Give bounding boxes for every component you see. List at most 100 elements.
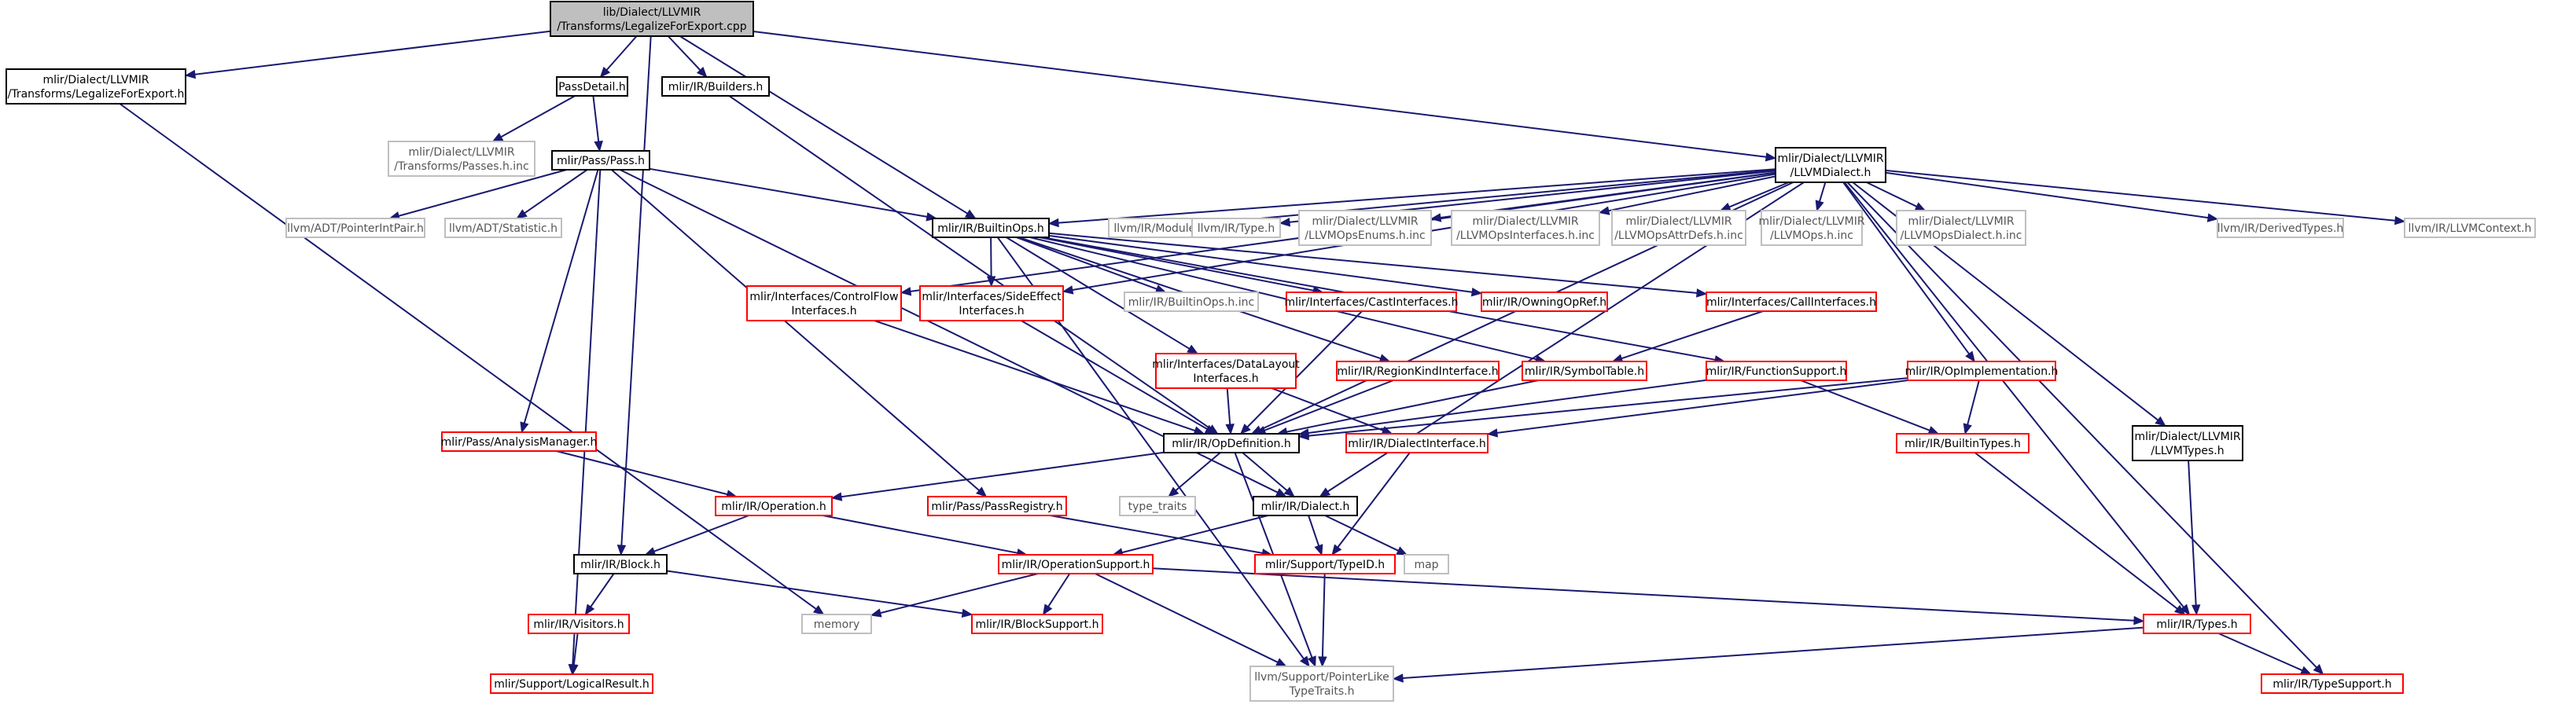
edge-llvmdialect-to-types [1843,182,2191,616]
node-opsdialect: mlir/Dialect/LLVMIR/LLVMOpsDialect.h.inc [1896,210,2026,246]
arrowhead [986,276,996,288]
node-opdefinition[interactable]: mlir/IR/OpDefinition.h [1163,433,1300,453]
edge-opimpl-to-opdefinition [1297,377,1908,441]
node-label-line: mlir/Dialect/LLVMIR [1625,215,1731,228]
arrowhead [964,209,977,219]
node-opsupport[interactable]: mlir/IR/OperationSupport.h [998,554,1154,574]
node-llvmtypes[interactable]: mlir/Dialect/LLVMIR/LLVMTypes.h [2132,425,2243,461]
node-label-line: mlir/Dialect/LLVMIR [2134,431,2240,443]
arrowhead [1319,487,1331,497]
node-builders[interactable]: mlir/IR/Builders.h [661,76,770,97]
node-label-line: mlir/Dialect/LLVMIR [408,146,514,159]
node-analysismanager[interactable]: mlir/Pass/AnalysisManager.h [441,431,598,452]
edge-builtinops-to-callinterfaces [1048,232,1708,298]
node-operation[interactable]: mlir/IR/Operation.h [715,496,833,516]
node-builtintypes[interactable]: mlir/IR/BuiltinTypes.h [1896,433,2030,453]
node-types[interactable]: mlir/IR/Types.h [2143,614,2251,634]
edge-line [1047,573,1071,607]
node-castinterfaces[interactable]: mlir/Interfaces/CastInterfaces.h [1284,292,1459,312]
edge-line [1242,452,1288,491]
arrowhead [961,608,973,618]
node-passdetail[interactable]: PassDetail.h [556,76,628,97]
node-llvmdialect[interactable]: mlir/Dialect/LLVMIR/LLVMDialect.h [1775,147,1886,183]
node-pass[interactable]: mlir/Pass/Pass.h [551,150,650,171]
node-label-line: mlir/Support/TypeID.h [1265,559,1385,571]
edge-line [2188,460,2197,606]
edge-builtinops-to-owningopref [1048,234,1483,297]
node-label-line: mlir/Interfaces/DataLayout [1152,358,1300,371]
edge-line [523,169,599,424]
node-box [998,554,1154,574]
node-root[interactable]: lib/Dialect/LLVMIR/Transforms/LegalizeFo… [550,1,754,37]
node-label-line: Interfaces.h [959,305,1024,317]
arrowhead [1719,202,1731,211]
edge-typeid-to-ptrliketraits [1318,573,1327,668]
edge-opsupport-to-blocksupport [1042,573,1071,616]
node-llvmops: mlir/Dialect/LLVMIR/LLVMOps.h.inc [1758,210,1865,246]
arrowhead [1963,423,1972,435]
arrowhead [1486,428,1499,438]
arrowhead [2191,604,2201,616]
arrowhead [2180,603,2191,616]
node-box [971,614,1103,634]
node-legalize-h[interactable]: mlir/Dialect/LLVMIR/Transforms/LegalizeF… [6,68,186,105]
node-typeid[interactable]: mlir/Support/TypeID.h [1254,554,1396,574]
node-box [2143,614,2251,634]
node-box [388,141,535,177]
node-box [1404,554,1449,574]
arrowhead [1815,200,1824,212]
edge-line [728,95,1211,430]
node-builtinops[interactable]: mlir/IR/BuiltinOps.h [932,218,1050,238]
node-label-line: llvm/Support/PointerLike [1254,671,1389,684]
arrowhead [1914,202,1926,211]
edge-datalayout-to-opdefinition [1225,387,1235,435]
dependency-edges [119,30,2406,683]
edge-opdefinition-to-type_traits [1168,452,1221,497]
node-logicalresult[interactable]: mlir/Support/LogicalResult.h [490,673,653,694]
arrowhead [976,486,988,497]
node-passregistry[interactable]: mlir/Pass/PassRegistry.h [927,496,1067,516]
node-label-line: PassDetail.h [558,81,626,94]
node-label-line: mlir/Support/LogicalResult.h [494,678,650,691]
edge-line [1308,377,1908,437]
node-statistic: llvm/ADT/Statistic.h [444,218,562,238]
edge-opsupport-to-ptrliketraits [1095,573,1287,667]
edge-line [1029,237,1536,361]
node-label-line: /LLVMOpsInterfaces.h.inc [1456,229,1595,242]
node-block[interactable]: mlir/IR/Block.h [573,554,668,574]
node-regionkind[interactable]: mlir/IR/RegionKindInterface.h [1336,361,1500,381]
node-visitors[interactable]: mlir/IR/Visitors.h [528,614,630,634]
node-opsinterfaces: mlir/Dialect/LLVMIR/LLVMOpsInterfaces.h.… [1451,210,1600,246]
edge-pass-to-passregistry [611,169,988,497]
node-label-line: mlir/Dialect/LLVMIR [1312,215,1418,228]
node-symboltable[interactable]: mlir/IR/SymbolTable.h [1522,361,1647,381]
edge-llvmdialect-to-opsattrdefs [1719,182,1790,211]
node-callinterfaces[interactable]: mlir/Interfaces/CallInterfaces.h [1706,292,1877,312]
edge-line [753,31,1767,158]
node-label-line: map [1414,559,1438,571]
node-owningopref[interactable]: mlir/IR/OwningOpRef.h [1481,292,1608,312]
edge-line [1846,182,2317,669]
node-dialect[interactable]: mlir/IR/Dialect.h [1253,496,1358,516]
edge-llvmtypes-to-types [2188,460,2201,616]
node-map: map [1404,554,1449,574]
node-derivedtypes: llvm/IR/DerivedTypes.h [2217,218,2344,238]
node-opimpl[interactable]: mlir/IR/OpImplementation.h [1905,361,2059,381]
edge-line [874,320,1196,432]
arrowhead [1396,546,1408,556]
node-functionsupport[interactable]: mlir/IR/FunctionSupport.h [1706,361,1847,381]
edge-visitors-to-logicalresult [569,633,579,676]
node-label-line: /Transforms/LegalizeForExport.h [8,88,185,101]
edge-passdetail-to-passes_inc [491,95,576,142]
edge-line [1842,182,1970,354]
edge-block-to-blocksupport [666,570,973,618]
edge-block-to-visitors [584,573,615,616]
node-box [550,1,754,37]
node-dialectinterface[interactable]: mlir/IR/DialectInterface.h [1345,433,1489,453]
node-typesupport[interactable]: mlir/IR/TypeSupport.h [2261,673,2404,694]
node-label-line: mlir/IR/SymbolTable.h [1525,365,1644,378]
node-blocksupport[interactable]: mlir/IR/BlockSupport.h [971,614,1103,634]
